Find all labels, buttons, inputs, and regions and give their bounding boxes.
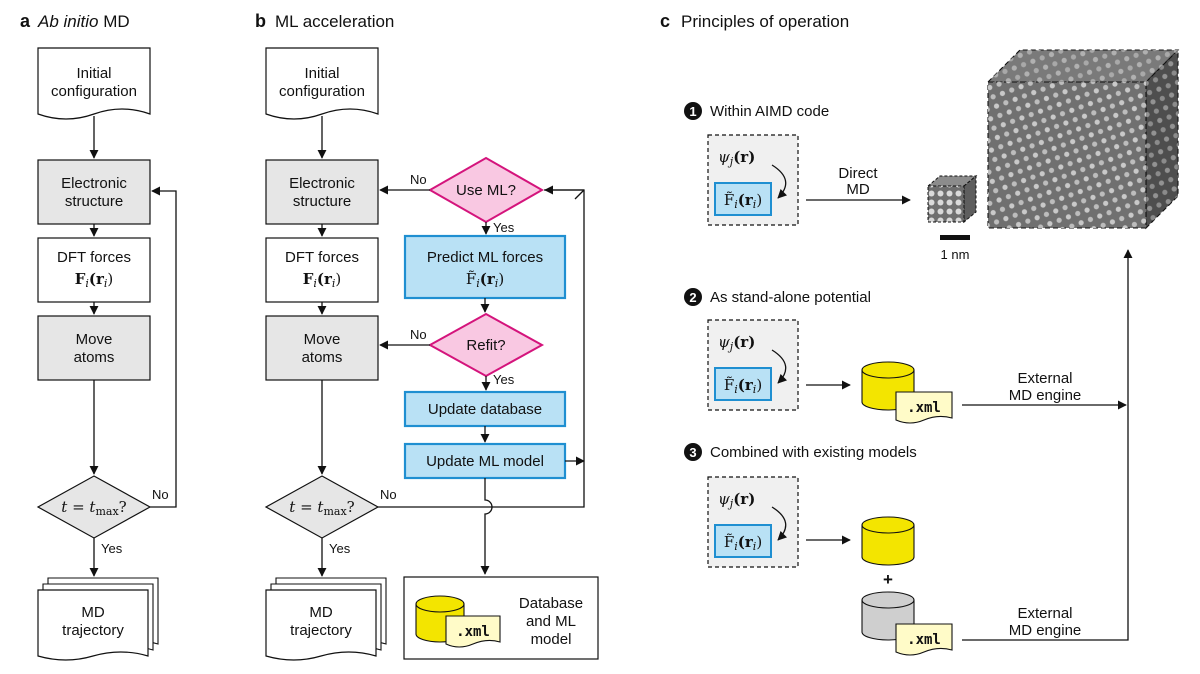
step2-xml-icon: .xml (895, 391, 953, 424)
b-trajectory-line1: MD (309, 604, 332, 621)
svg-text:2: 2 (689, 290, 696, 305)
panel-c-title: Principles of operation (681, 12, 849, 31)
step3-external-line2: MD engine (1009, 622, 1082, 639)
step2-label: As stand-alone potential (710, 289, 871, 306)
svg-text:.xml: .xml (907, 400, 941, 416)
step3-external-line1: External (1017, 605, 1072, 622)
a-trajectory-line2: trajectory (62, 622, 124, 639)
b-no-label-tmax: No (380, 487, 397, 502)
scale-bar (940, 235, 970, 240)
a-trajectory-box (37, 589, 149, 661)
svg-text:ψj(r): ψj(r) (718, 148, 755, 168)
b-initial-config-box (265, 47, 379, 120)
step2-external-line2: MD engine (1009, 387, 1082, 404)
step1-module: ψj(r) F̃i(ri) (707, 134, 799, 226)
a-move-line1: Move (76, 331, 113, 348)
step1-label: Within AIMD code (710, 103, 829, 120)
a-decision-text: t = tmax? (61, 498, 126, 518)
panel-b-title: ML acceleration (275, 12, 394, 31)
panel-a-letter: a (20, 11, 31, 31)
b-electronic-box (265, 159, 379, 225)
b-use-ml-label: Use ML? (456, 182, 516, 199)
svg-text:F̃i(ri): F̃i(ri) (724, 191, 762, 211)
a-trajectory-line1: MD (81, 604, 104, 621)
svg-text:ψj(r): ψj(r) (718, 490, 755, 510)
b-move-line1: Move (304, 331, 341, 348)
panel-b: b ML acceleration Initial configuration … (255, 11, 599, 661)
svg-text:3: 3 (689, 445, 696, 460)
b-move-box (265, 315, 379, 381)
scale-bar-label: 1 nm (941, 247, 970, 262)
b-database-line1: Database (519, 595, 583, 612)
svg-text:.xml: .xml (456, 624, 490, 640)
step2-external-line1: External (1017, 370, 1072, 387)
b-to-database-line (480, 478, 493, 575)
step3-module: ψj(r) F̃i(ri) (707, 476, 799, 568)
a-dft-label: DFT forces (57, 249, 131, 266)
svg-text:1: 1 (689, 104, 696, 119)
b-no-label-refit: No (410, 327, 427, 342)
step3-ml-database-icon (861, 516, 915, 566)
step3-label: Combined with existing models (710, 444, 917, 461)
a-initial-line2: configuration (51, 83, 137, 100)
b-database-line2: and ML (526, 613, 576, 630)
panel-a: a Ab initio MD Initial configuration Ele… (20, 11, 177, 661)
large-atom-cube (986, 48, 1180, 230)
a-electronic-line2: structure (65, 193, 123, 210)
direct-md-line1: Direct (838, 165, 878, 182)
b-yes-label-useml: Yes (493, 220, 515, 235)
b-dft-box (265, 237, 379, 303)
a-dft-box (37, 237, 151, 303)
plus-sign: + (883, 570, 893, 589)
b-move-line2: atoms (302, 349, 343, 366)
b-xml-file-icon: .xml (445, 615, 501, 648)
step1-badge (684, 102, 702, 120)
a-force-formula: Fi(ri) (75, 270, 114, 290)
a-electronic-line1: Electronic (61, 175, 127, 192)
b-update-db-label: Update database (428, 401, 542, 418)
a-move-line2: atoms (74, 349, 115, 366)
panel-c: c Principles of operation 1 Within AIMD … (660, 11, 1180, 656)
b-predict-box (403, 234, 567, 300)
panel-c-letter: c (660, 11, 670, 31)
b-electronic-line1: Electronic (289, 175, 355, 192)
step2-module: ψj(r) F̃i(ri) (707, 319, 799, 411)
direct-md-line2: MD (846, 181, 869, 198)
b-refit-label: Refit? (466, 337, 505, 354)
b-initial-line2: configuration (279, 83, 365, 100)
b-dft-label: DFT forces (285, 249, 359, 266)
step3-badge (684, 443, 702, 461)
b-trajectory-box (265, 589, 377, 661)
a-yes-label: Yes (101, 541, 123, 556)
a-no-label: No (152, 487, 169, 502)
panel-b-letter: b (255, 11, 266, 31)
b-initial-line1: Initial (304, 65, 339, 82)
svg-text:F̃i(ri): F̃i(ri) (724, 533, 762, 553)
b-yes-label-tmax: Yes (329, 541, 351, 556)
b-update-db-box (403, 390, 567, 428)
step2-badge (684, 288, 702, 306)
b-database-line3: model (531, 631, 572, 648)
b-update-model-label: Update ML model (426, 453, 544, 470)
b-predict-label: Predict ML forces (427, 249, 543, 266)
a-electronic-box (37, 159, 151, 225)
b-electronic-line2: structure (293, 193, 351, 210)
b-decision-text: t = tmax? (289, 498, 354, 518)
a-initial-config-box (37, 47, 151, 120)
b-trajectory-line2: trajectory (290, 622, 352, 639)
a-initial-line1: Initial (76, 65, 111, 82)
a-move-box (37, 315, 151, 381)
small-atom-cube (926, 174, 978, 224)
b-no-label-useml: No (410, 172, 427, 187)
panel-a-title: Ab initio MD (37, 12, 130, 31)
svg-text:.xml: .xml (907, 632, 941, 648)
b-ml-force-formula: F̃i(ri) (466, 270, 504, 290)
b-yes-label-refit: Yes (493, 372, 515, 387)
svg-text:ψj(r): ψj(r) (718, 333, 755, 353)
svg-text:F̃i(ri): F̃i(ri) (724, 376, 762, 396)
b-force-formula: Fi(ri) (303, 270, 342, 290)
step3-xml-icon: .xml (895, 623, 953, 656)
